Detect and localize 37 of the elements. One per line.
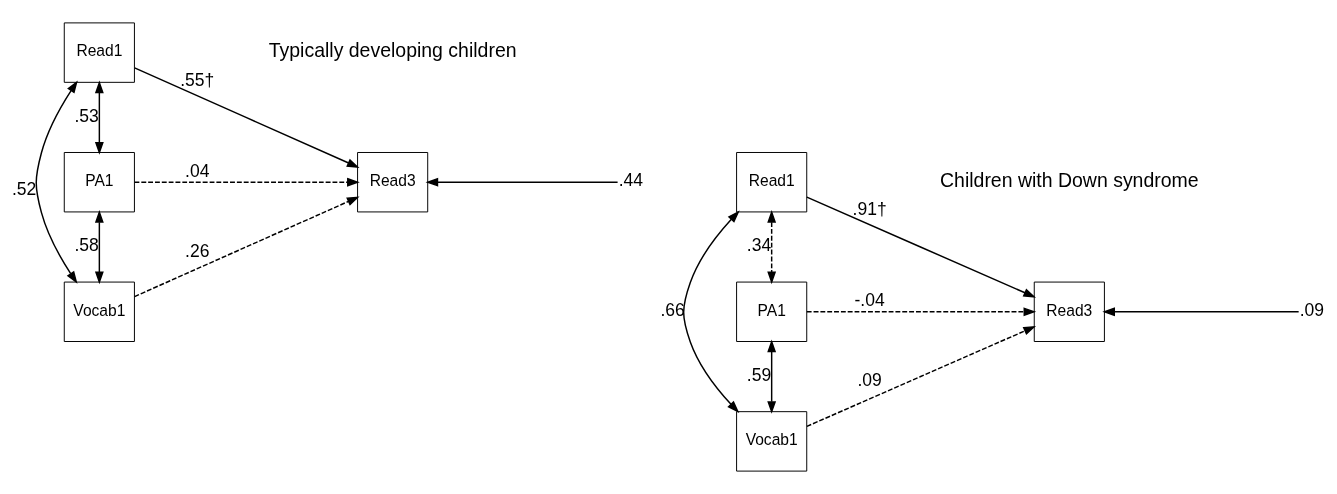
edge-label: .91†	[852, 198, 887, 219]
edge-label: .59	[746, 364, 772, 385]
node-box: Vocab1	[736, 411, 808, 472]
node-box: Read1	[736, 152, 808, 213]
arrow	[94, 80, 104, 155]
arrow	[806, 196, 1037, 298]
arrow	[425, 177, 619, 187]
node-box: PA1	[736, 281, 808, 342]
arrow	[767, 210, 777, 285]
arrow	[767, 339, 777, 414]
arrow	[1102, 307, 1300, 317]
edge-label: .52	[11, 179, 37, 200]
edge-label: .09	[1299, 300, 1325, 321]
arrow	[806, 307, 1037, 317]
arrow	[133, 67, 360, 168]
label: Typically developing children	[268, 39, 517, 62]
arrow	[133, 196, 360, 298]
edge-label: .53	[74, 105, 99, 126]
node-box: Read3	[1033, 281, 1105, 342]
node-box: Read1	[63, 22, 135, 83]
edge-label: .55†	[180, 70, 215, 91]
edge-label: .58	[74, 235, 99, 256]
arrow	[35, 80, 78, 284]
edge-label: .09	[857, 370, 882, 391]
edge-label: .04	[185, 160, 210, 181]
arrow	[94, 210, 104, 285]
edge-label: .44	[618, 170, 644, 191]
arrow	[806, 325, 1037, 428]
edge-label: .34	[746, 235, 772, 256]
arrow	[682, 210, 740, 413]
arrow	[133, 177, 360, 187]
edge-label: -.04	[854, 290, 885, 311]
node-box: PA1	[63, 152, 135, 213]
edge-label: .26	[185, 240, 210, 261]
label: Children with Down syndrome	[940, 169, 1199, 192]
node-box: Read3	[357, 152, 429, 213]
node-box: Vocab1	[63, 281, 135, 342]
